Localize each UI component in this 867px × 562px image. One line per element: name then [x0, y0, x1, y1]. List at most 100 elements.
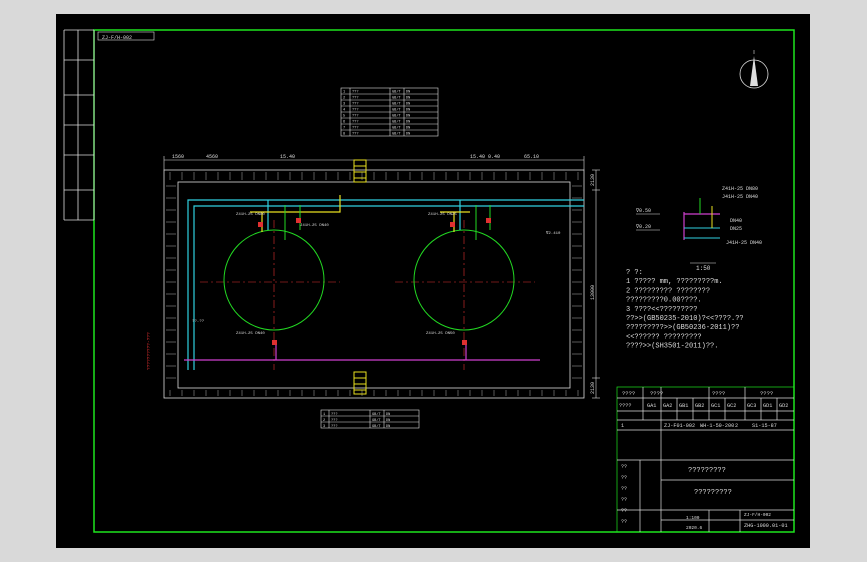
table-cell: ??? — [352, 109, 358, 113]
note-line: ??>>(GB50235-2010)?<<????.?? — [626, 315, 744, 323]
table-cell: GB/T — [392, 102, 401, 107]
table-cell: DN — [406, 109, 410, 113]
pipes-green — [284, 205, 491, 240]
wall-hatching — [166, 172, 582, 396]
title-header-cell: ???? — [760, 390, 773, 397]
table-cell: GB/T — [372, 424, 381, 429]
pipes-cyan — [187, 199, 584, 370]
table-cell: GB/T — [392, 120, 401, 125]
table-cell: GB/T — [392, 132, 401, 137]
plan-wall — [163, 169, 585, 399]
discipline-cell: GA2 — [663, 403, 672, 409]
side-cell: ?? — [621, 475, 627, 481]
table-cell: DN — [406, 97, 410, 101]
side-cell: ?? — [621, 508, 627, 514]
right-dimension-line — [592, 169, 600, 399]
side-cell: ?? — [621, 464, 627, 470]
note-line: 2 ????????? ???????? — [626, 287, 710, 295]
header-label-box — [97, 31, 155, 41]
drawing-number: ZHG-1000.01-01 — [744, 523, 788, 529]
discipline-cell: ???? — [619, 403, 631, 409]
table-cell: ??? — [352, 127, 358, 131]
discipline-cell: GB2 — [695, 403, 704, 409]
note-line: ?????????0.00????. — [626, 297, 702, 305]
ref-cell: ZJ-F01-002 — [664, 423, 695, 429]
detail-label-5: J41H-25 DN40 — [726, 240, 762, 246]
table-cell: 2 — [323, 419, 325, 423]
ladder-top — [353, 159, 367, 183]
detail-label-2: J41H-25 DN40 — [722, 194, 758, 200]
tank-label-3: Z41H-25 DN25 — [428, 213, 457, 217]
side-cell: ?? — [621, 497, 627, 503]
north-arrow-icon — [739, 50, 769, 89]
table-cell: DN — [386, 425, 390, 429]
dim-right-2: 13000 — [590, 285, 596, 300]
table-cell: ??? — [331, 425, 337, 429]
ref-cell: S1-15-87 — [752, 423, 777, 429]
discipline-cell: GA1 — [647, 403, 656, 409]
table-cell: 3 — [343, 103, 345, 107]
discipline-cell: GB1 — [679, 403, 688, 409]
dim-top-1: 1560 — [172, 154, 184, 160]
discipline-cell: GD2 — [779, 403, 788, 409]
table-cell: ??? — [352, 97, 358, 101]
discipline-cell: GC3 — [747, 403, 756, 409]
detail-label-3: DN40 — [730, 218, 742, 224]
table-cell: 6 — [343, 121, 345, 125]
title-header-cell: ???? — [650, 390, 663, 397]
table-cell: ??? — [331, 413, 337, 417]
note-line: ?????????>>(GB50236-2011)?? — [626, 324, 739, 332]
bottom-table — [320, 409, 420, 429]
detail-label-1: Z41H-25 DN80 — [722, 186, 758, 192]
discipline-cell: GC2 — [727, 403, 736, 409]
table-cell: DN — [406, 91, 410, 95]
valve-markers — [258, 218, 491, 345]
table-cell: ??? — [352, 121, 358, 125]
ref-cell: WH-1-50-200 — [700, 423, 734, 429]
table-cell: GB/T — [392, 96, 401, 101]
table-cell: GB/T — [392, 114, 401, 119]
dim-right-1: 2130 — [590, 174, 596, 186]
table-cell: DN — [406, 103, 410, 107]
dim-top-2: 4560 — [206, 154, 218, 160]
table-cell: 5 — [343, 115, 345, 119]
tank-label-4: Z41H-25 DN40 — [236, 332, 265, 336]
code-label: ZJ-F/H-002 — [744, 512, 771, 518]
elevation-label: ∇2.410 — [545, 231, 561, 236]
table-cell: 4 — [343, 109, 345, 113]
dim-right-3: 2130 — [590, 382, 596, 394]
ladder-bottom — [353, 371, 367, 395]
table-cell: DN — [386, 419, 390, 423]
tank-label-1: Z41H-25 DN80 — [236, 213, 265, 217]
detail-elev-2: ∇0.20 — [635, 224, 651, 230]
table-cell: ??? — [352, 103, 358, 107]
title-header-cell: ???? — [622, 390, 635, 397]
detail-label-4: DN25 — [730, 226, 742, 232]
drawing-frame — [93, 29, 795, 533]
tank-label-5: Z41H-25 DN50 — [426, 332, 455, 336]
sheet-value: 2020.6 — [686, 525, 703, 531]
ref-cell: 2 — [735, 423, 738, 429]
table-cell: GB/T — [392, 90, 401, 95]
table-cell: DN — [406, 127, 410, 131]
discipline-cell: GD1 — [763, 403, 772, 409]
table-cell: 2 — [343, 97, 345, 101]
title-block — [616, 386, 795, 533]
left-strip-table — [63, 29, 95, 221]
valve-detail — [636, 198, 720, 240]
side-note: ??-?? — [192, 320, 205, 324]
table-cell: GB/T — [372, 418, 381, 423]
table-cell: ??? — [352, 133, 358, 137]
note-line: ????>>(SH3501-2011)??. — [626, 343, 718, 351]
table-cell: GB/T — [392, 108, 401, 113]
general-notes: ? ?:1 ????? mm, ?????????m.2 ????????? ?… — [626, 269, 744, 351]
top-dimension-line — [163, 156, 585, 170]
table-cell: DN — [406, 133, 410, 137]
header-label: ZJ-F/H-002 — [102, 35, 132, 41]
table-cell: 3 — [323, 425, 325, 429]
title-header-cell: ???? — [712, 390, 725, 397]
tank-label-2: J41H-25 DN40 — [300, 224, 329, 228]
